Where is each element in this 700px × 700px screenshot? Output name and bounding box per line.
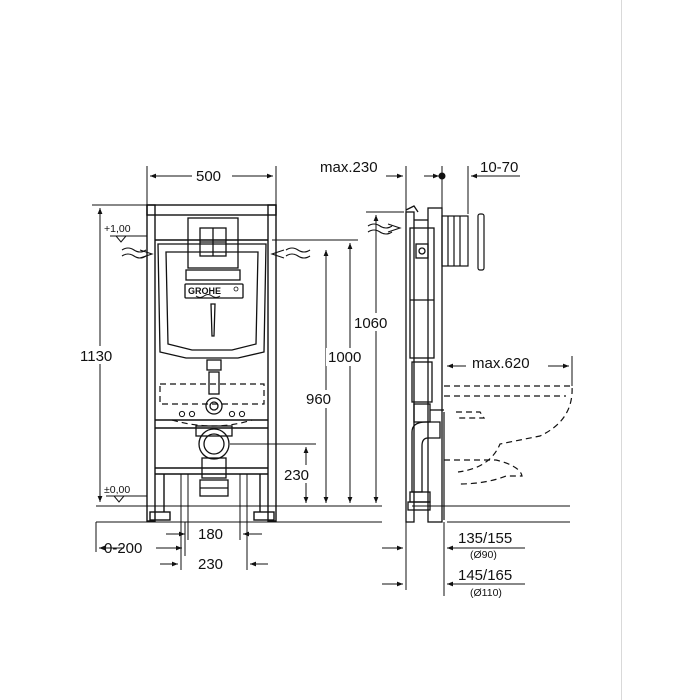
- side-drain: [407, 421, 441, 511]
- cistern: [157, 217, 267, 415]
- height-960-label: 960: [306, 391, 331, 408]
- drain-elbow-front: [195, 425, 233, 497]
- floor-lines: [96, 505, 570, 523]
- level-top-label: +1,00: [104, 223, 131, 235]
- dim-max-230: [386, 166, 407, 212]
- bowl-outline: [444, 385, 573, 485]
- height-1000-label: 1000: [328, 349, 361, 366]
- dim-offset: [95, 522, 186, 556]
- dim-180: [166, 474, 262, 540]
- depth-label: max.230: [320, 159, 378, 176]
- pipe-1-diameter: (Ø90): [470, 549, 497, 561]
- side-frame: [405, 205, 444, 523]
- side-supply-symbol: [367, 223, 402, 235]
- width-label: 500: [196, 168, 221, 185]
- level-bottom-label: ±0,00: [104, 484, 130, 496]
- drain-height-label: 230: [284, 467, 309, 484]
- spacing-outer-label: 230: [198, 556, 223, 573]
- flush-plate-side: [441, 213, 485, 271]
- dim-10-70: [424, 166, 520, 214]
- pipe-2-label: 145/165: [458, 567, 512, 584]
- svg-text:GROHE: GROHE: [188, 286, 221, 296]
- pipe-2-diameter: (Ø110): [470, 587, 502, 599]
- dim-vertical-heights: [272, 211, 404, 503]
- bowl-label: max.620: [472, 355, 530, 372]
- spacing-inner-label: 180: [198, 526, 223, 543]
- supply-symbols: [121, 247, 311, 259]
- offset-label: 0-200: [104, 540, 142, 557]
- level-markers: [106, 235, 147, 503]
- height-label: 1130: [80, 348, 112, 365]
- dim-pipe-offsets: [382, 510, 525, 596]
- rail-holes: [178, 410, 246, 418]
- height-1060-label: 1060: [354, 315, 387, 332]
- plate-label: 10-70: [480, 159, 518, 176]
- front-frame: [146, 204, 277, 522]
- dim-230-spacing: [160, 474, 268, 570]
- page-edge-line: [621, 0, 622, 700]
- pipe-1-label: 135/155: [458, 530, 512, 547]
- grohe-logo: GROHE: [188, 286, 239, 298]
